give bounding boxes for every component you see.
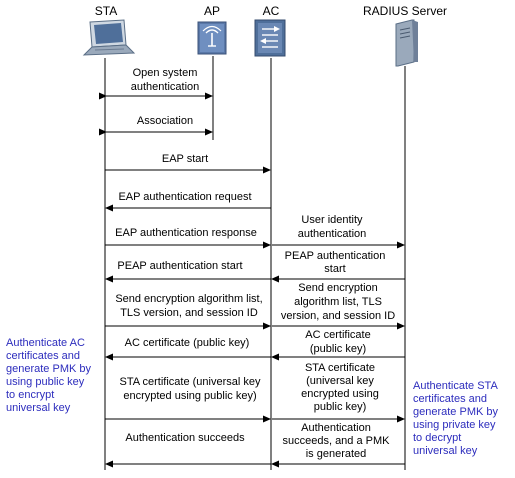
message-ac-certificate-ac: AC certificate(public key) [271, 329, 405, 361]
message-ac-certificate-sta: AC certificate (public key) [105, 337, 271, 361]
radius-server-label: RADIUS Server [363, 4, 447, 18]
svg-text:STA certificate (universal key: STA certificate (universal keyencrypted … [119, 376, 261, 402]
message-send-encryption-algorithm-list-sta: Send encryption algorithm list,TLS versi… [105, 293, 271, 330]
laptop-icon [82, 19, 136, 56]
svg-text:PEAP authentication start: PEAP authentication start [117, 260, 242, 272]
note-authenticate-sta-certificates: Authenticate STA certificates and genera… [413, 380, 501, 457]
svg-text:Association: Association [137, 115, 193, 127]
message-authentication-succeeds-sta: Authentication succeeds [105, 432, 271, 468]
svg-text:Send encryption algorithm list: Send encryption algorithm list,TLS versi… [115, 293, 262, 319]
message-eap-start: EAP start [105, 153, 271, 174]
svg-text:Authentication succeeds: Authentication succeeds [125, 432, 245, 444]
ap-label: AP [204, 4, 220, 18]
message-peap-authentication-start-sta: PEAP authentication start [105, 260, 271, 283]
svg-text:AC certificate (public key): AC certificate (public key) [125, 337, 250, 349]
note-authenticate-ac-certificates: Authenticate AC certificates and generat… [6, 337, 94, 414]
sta-label: STA [95, 4, 117, 18]
message-eap-authentication-response: EAP authentication response [105, 227, 271, 249]
access-controller-icon [254, 19, 286, 57]
message-eap-authentication-request: EAP authentication request [105, 191, 271, 212]
svg-text:EAP authentication request: EAP authentication request [118, 191, 251, 203]
svg-text:EAP start: EAP start [162, 153, 208, 165]
ac-label: AC [263, 4, 280, 18]
svg-text:AC certificate(public key): AC certificate(public key) [305, 329, 370, 355]
svg-text:EAP authentication response: EAP authentication response [115, 227, 257, 239]
access-point-icon [197, 21, 227, 55]
server-icon [395, 19, 418, 67]
message-association: Association [99, 115, 213, 136]
